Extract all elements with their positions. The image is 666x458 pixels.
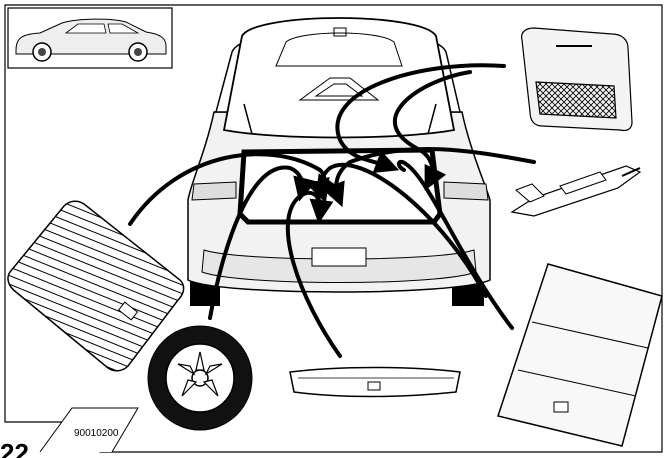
- arrow-wheel-to-trunk: [208, 165, 317, 320]
- luggage-cover-floor-panel: [7, 200, 185, 372]
- routing-arrows: [128, 63, 536, 358]
- page-number: 22: [0, 440, 29, 458]
- reference-tab: [39, 407, 139, 453]
- sedan-side-view-inset: [7, 7, 173, 69]
- spare-wheel: [147, 325, 253, 431]
- arrow-mat-to-trunk: [397, 159, 514, 330]
- car-jack-and-handle: [510, 165, 642, 217]
- figure-reference-code: 90010200: [74, 428, 119, 439]
- cargo-net-panel: [521, 27, 633, 132]
- car-rear-view: [187, 17, 491, 306]
- arrow-trim-to-trunk: [285, 190, 342, 358]
- diagram-border: [4, 4, 663, 453]
- arrow-upper-to-trunk: [392, 70, 472, 191]
- trunk-mat-panel: [497, 263, 663, 447]
- arrow-floor-to-trunk: [128, 152, 339, 226]
- trunk-sill-trim: [289, 366, 461, 398]
